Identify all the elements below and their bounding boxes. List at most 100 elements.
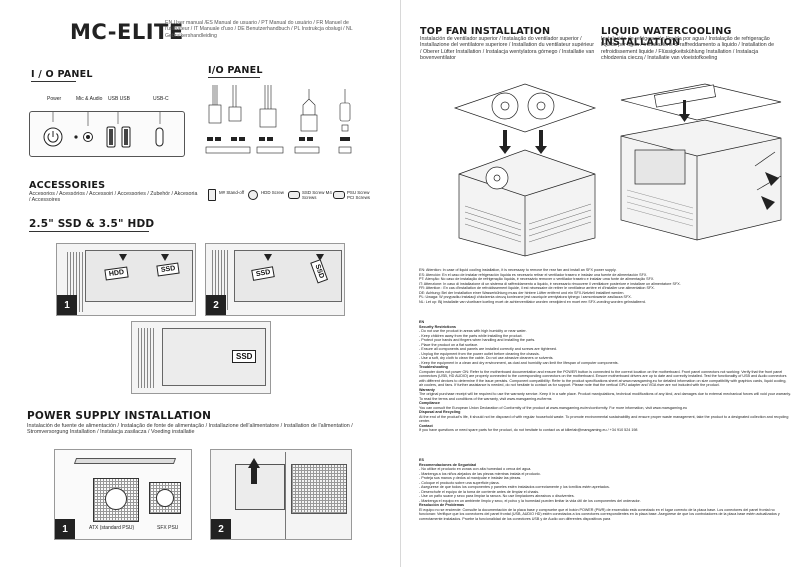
io-label-usbc: USB-C [153,96,169,102]
security-line: - Place the product on a flat surface. [419,342,479,347]
psu-subtitle: Instalación de fuente de alimentación / … [27,423,353,436]
attention-de: DE: Achtung: Bei der Installation einer … [419,290,625,295]
ssd-hdd-title: 2.5" SSD & 3.5" HDD [29,218,155,230]
attention-nl: NL: Let op: Bij installatie van vloeibar… [419,299,646,304]
figure-number: 2 [206,295,226,315]
case-side-vent [138,328,156,388]
arrow-down-icon [316,254,324,261]
io-panel-title: I / O PANEL [31,69,93,80]
es-security-line: - Mantenga el equipo en un ambiente limp… [419,498,641,503]
drive-bay [85,250,193,302]
attention-notes: EN: Attention: In case of liquid cooling… [419,268,791,304]
ssd-hdd-figure-1: HDD SSD 1 [56,243,196,316]
compliance-heading: Compliance [419,401,440,405]
es-security-line: - No utilice el producto en zonas con al… [419,467,532,471]
liquid-title: LIQUID WATERCOOLING INSTALLATION [601,26,732,48]
io-panel-rule [31,81,76,82]
figure-number: 2 [211,519,231,539]
security-line: - Ensure all components and panels are i… [419,347,557,351]
panel-divider [285,452,286,539]
liquid-cooling-diagram [620,83,782,241]
top-fan-subtitle: Instalación de ventilador superior / Ins… [420,36,595,61]
troubleshooting-text: Computer does not power ON: Refer to the… [419,369,787,388]
security-heading: Security Restrictions [419,324,456,329]
attention-pt: PT: Atenção: No caso de instalação de re… [419,277,655,281]
accessories-list: M# Stand-off HDD Screw SSD Screw M4 Scre… [208,187,378,207]
compliance-text: You can consult the European Union Decla… [419,405,688,410]
accessory-label: M# Stand-off [219,190,245,195]
io-label-power: Power [47,96,62,102]
es-security-line: - Desenchufe el equipo de la toma de cor… [419,489,540,494]
arrow-up-icon [248,458,260,468]
attention-en: EN: Attention: In case of liquid cooling… [419,268,617,272]
figure-number: 1 [55,519,75,539]
right-page: TOP FAN INSTALLATION Instalación de vent… [401,0,802,567]
arrow-down-icon [119,254,127,261]
standoff-icon [208,189,216,201]
attention-it: IT: Attenzione: In caso di installazione… [419,281,681,286]
fan-icon [156,489,174,507]
psu-title: POWER SUPPLY INSTALLATION [27,410,212,422]
io-label-mic-audio: Mic & Audio [76,96,103,102]
left-page: MC-ELITE EN User manual /ES Manual de us… [27,0,401,567]
sfx-label: SFX PSU [157,525,179,531]
troubleshooting-heading: Troubleshooting [419,365,448,369]
es-section: ES Recomendaciones de Seguridad - No uti… [419,458,791,521]
es-security-line: - Proteja sus manos y dedos al manipular… [419,476,522,480]
security-line: - Do not use the product in areas with h… [419,329,527,333]
io-panel-connectors-rule [208,77,260,78]
screw-icon [288,191,300,199]
arrow-down-icon [161,254,169,261]
es-security-line: - Asegúrese de que todos los componentes… [419,485,610,489]
psu-bracket [73,458,177,464]
en-heading: EN [419,320,425,324]
contact-text: If you have questions or need spare part… [419,428,638,432]
ssd-hdd-rule [29,231,149,232]
es-security-line: - Coloque el producto sobre una superfic… [419,480,500,485]
io-panel-connectors-title: I/O PANEL [208,65,263,76]
warranty-heading: Warranty [419,387,435,392]
es-solution-text: El equipo no se enciende: Consulte la do… [419,507,780,521]
es-security-line: - Use un paño suave y seco para limpiar … [419,494,575,498]
accessory-label: HDD Screw [261,190,284,195]
es-security-line: - Mantenga a los niños alejados de las p… [419,471,541,476]
psu-figure-2: 2 [210,449,352,540]
manual-languages: EN User manual /ES Manual de usuario / P… [165,20,353,39]
fan-icon [105,488,127,510]
security-line: - Protect your hands and fingers when ha… [419,338,536,342]
figure-number: 1 [57,295,77,315]
psu-figure-1: ATX (standard PSU) SFX PSU 1 [54,449,192,540]
security-line: - Unplug the equipment from the power ou… [419,351,540,356]
contact-heading: Contact [419,423,433,428]
disposal-text: At the end of the product's life, it sho… [419,414,789,424]
ssd-hdd-figure-2: SSD SSD 2 [205,243,345,316]
security-line: - Keep children away from the parts whil… [419,333,523,338]
psu-bay [235,464,285,510]
top-fan-diagram [453,83,597,257]
arrow-down-icon [264,254,272,261]
top-fan-title: TOP FAN INSTALLATION [420,26,551,37]
screw-icon [333,191,345,199]
accessory-label: SSD Screw M4 Screws [302,190,332,200]
io-label-usb: USB USB [108,96,130,102]
es-solution-heading: Resolución de Problemas [419,503,465,507]
psu-installed [291,464,347,514]
warranty-text: The original purchase receipt will be re… [419,392,791,401]
attention-fr: FR: Attention : En cas d'installation de… [419,286,655,290]
ssd-figure-3: SSD [131,321,271,394]
es-heading: ES [419,458,424,462]
io-connectors-diagram [205,85,352,154]
front-io-panel-drawing [43,112,164,148]
en-section: EN Security Restrictions - Do not use th… [419,320,791,433]
accessories-subtitle: Accesorios / Acessórios / Accessoiri / A… [29,191,198,204]
liquid-subtitle: Instalación de refrigeración líquida por… [601,36,775,61]
attention-pl: PL: Uwaga: W przypadku instalacji chłodz… [419,295,632,299]
ssd-label: SSD [232,350,257,363]
arrow-up-shaft [251,468,257,484]
security-line: - Keep the equipment in a clean and dry … [419,360,619,365]
screw-icon [248,190,258,200]
attention-es: ES: Atención: En el caso de instalar ref… [419,272,648,277]
accessories-title: ACCESSORIES [29,180,106,191]
front-io-panel [29,111,185,157]
accessory-label: PSU Screw PCI Screws [347,190,370,200]
